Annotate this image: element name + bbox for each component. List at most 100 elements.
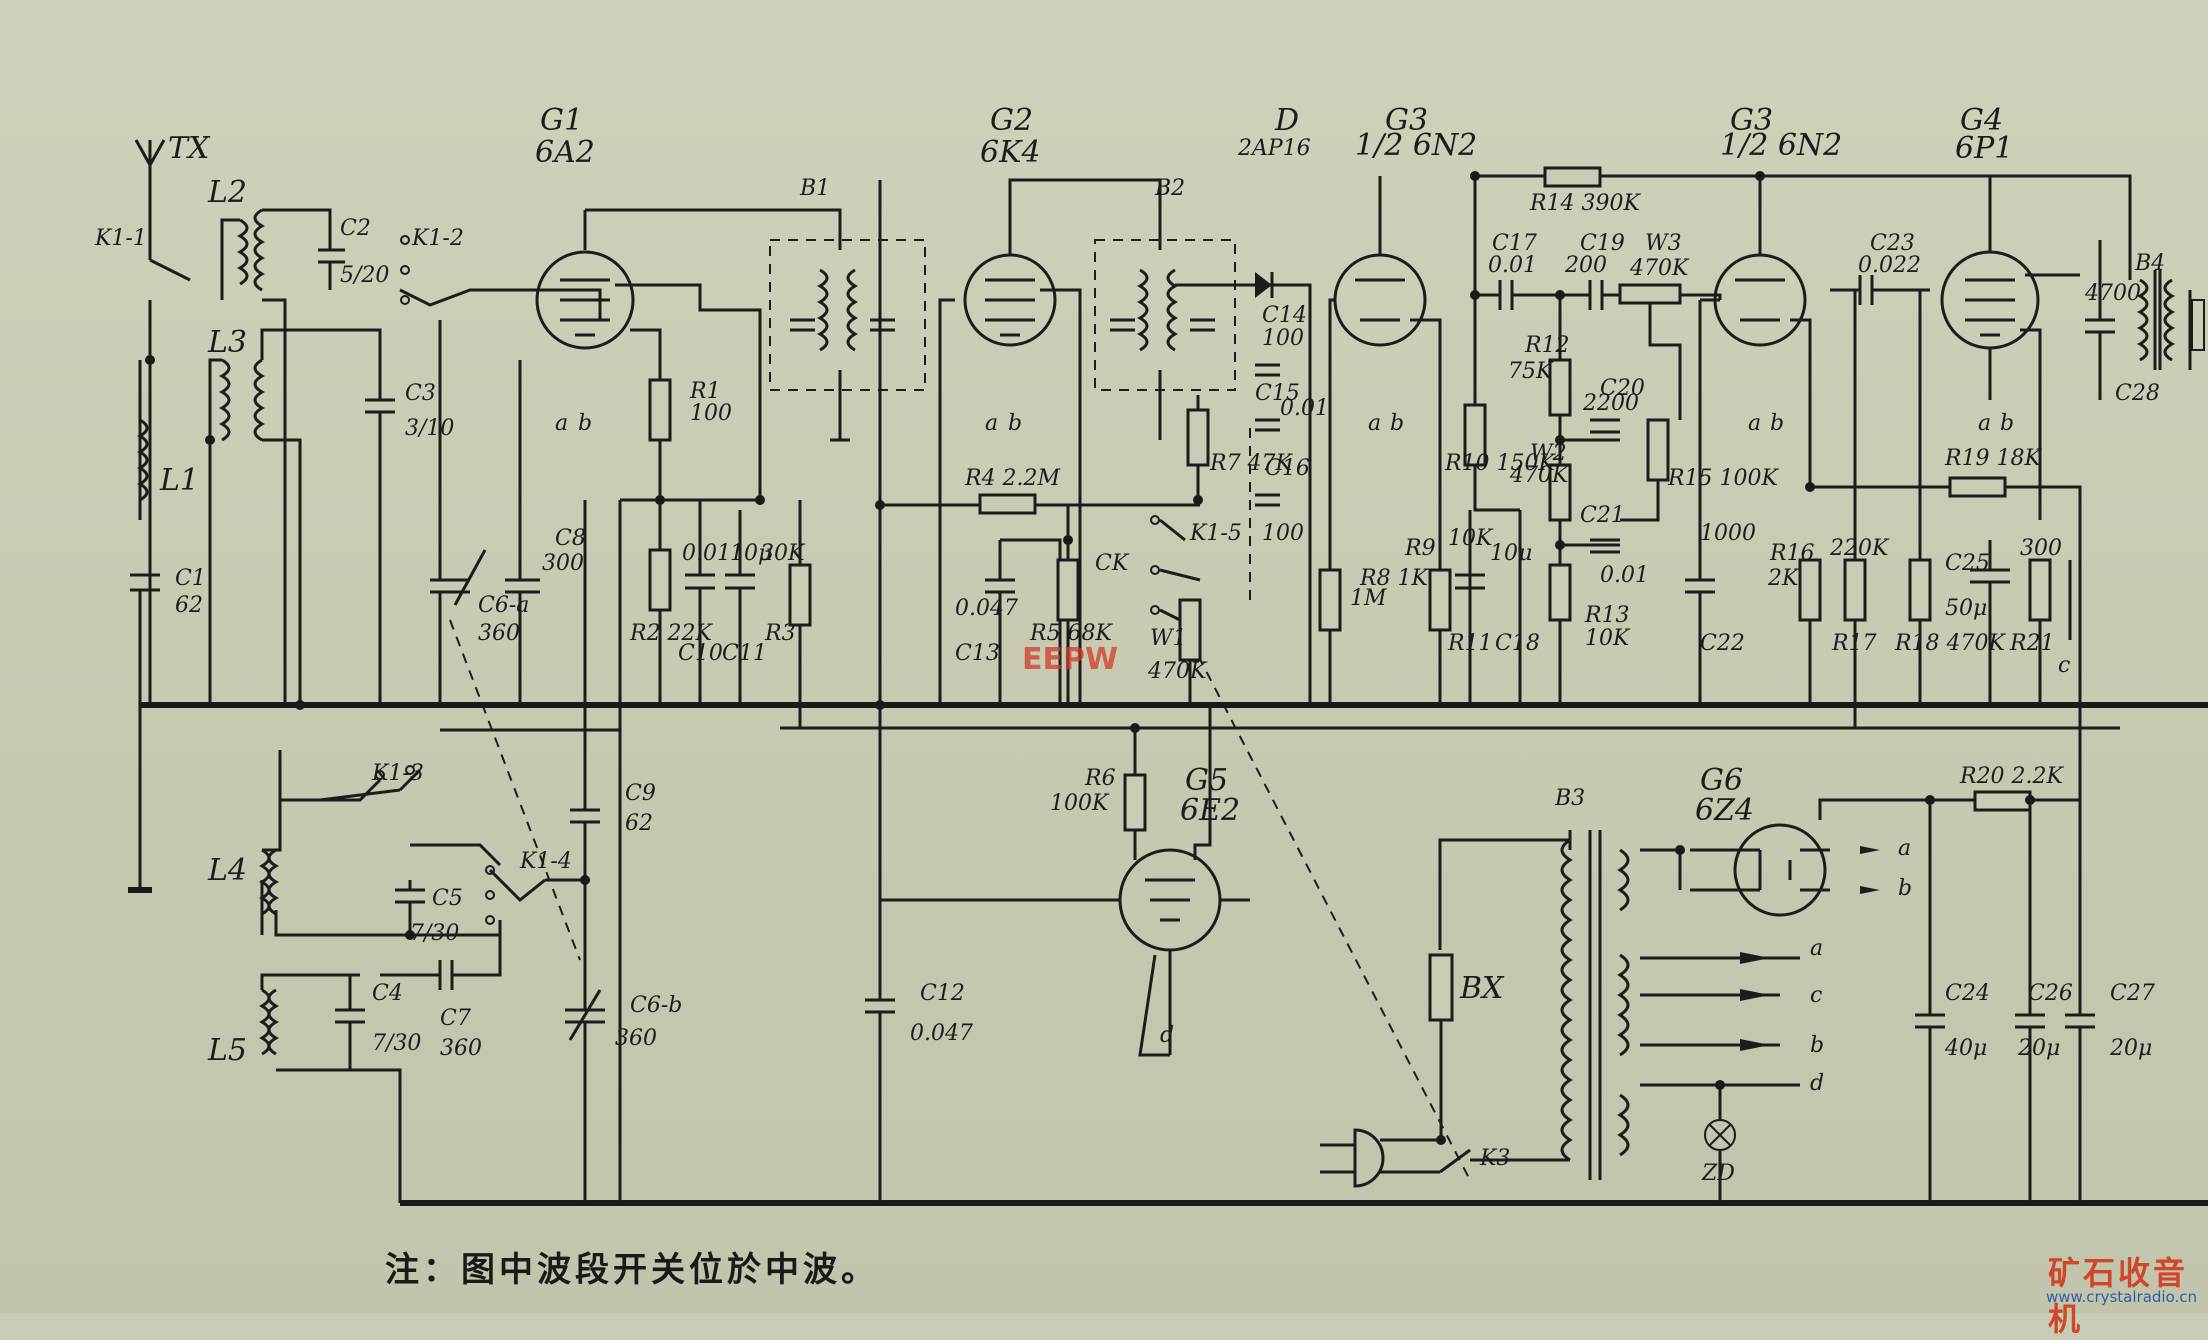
resistor-r4 [978,493,1037,515]
label-r2: R2 22K [629,621,714,646]
label-c13-value: 0.047 [955,596,1018,621]
transformer-b3 [1560,838,1573,1162]
label-g4-type: 6P1 [1955,131,2013,166]
label-g2-heater-a: a [985,411,998,436]
label-c25-value: 50μ [1945,596,1987,621]
label-b1: B1 [799,176,830,201]
label-g3a: G3 [1385,103,1428,138]
label-term-d: d [1810,1071,1824,1096]
resistor-r1 [648,378,672,442]
label-c6b: C6-b [630,993,682,1018]
label-g1: G1 [540,103,583,138]
label-g3b: G3 [1730,103,1773,138]
label-g5: G5 [1185,763,1228,798]
label-r3: R3 [764,621,796,646]
resistor-r16 [1798,558,1822,622]
resistor-r13 [1548,563,1572,622]
label-w3-value: 470K [1629,256,1690,281]
label-c20-value: 2200 [1582,391,1639,416]
label-l2: L2 [207,175,247,210]
label-g3b-heater-b: b [1770,411,1784,436]
label-c26: C26 [2028,981,2073,1006]
resistor-r3 [788,563,812,627]
label-r4: R4 2.2M [964,466,1061,491]
label-term-b: b [1810,1033,1824,1058]
tube-g3a [1328,176,1442,705]
label-g3a-heater-b: b [1390,411,1404,436]
label-r20: R20 2.2K [1959,764,2065,789]
potentiometer-w1 [1178,598,1202,662]
resistor-r7 [1186,408,1210,467]
label-r14: R14 390K [1529,191,1642,216]
resistor-r11 [1428,568,1452,632]
label-g6-term-a: a [1898,836,1911,861]
label-c28: C28 [2115,381,2160,406]
transformer-b4 [2136,278,2149,362]
label-k1-1: K1-1 [94,226,147,251]
label-c4: C4 [372,981,403,1006]
label-c12: C12 [920,981,965,1006]
label-g3b-type: 1/2 6N2 [1720,128,1842,163]
mains-plug [1353,1128,1385,1188]
label-w1: W1 [1150,626,1187,651]
resistor-r9 [1318,568,1342,632]
label-c4-value: 7/30 [372,1031,421,1056]
resistor-r15 [1646,418,1670,482]
label-g3a-heater-a: a [1368,411,1381,436]
label-k1-3: K1-3 [371,761,424,786]
gang-link [449,619,581,961]
label-c17-value: 0.01 [1488,253,1537,278]
label-c11-value: 10μ [730,541,772,566]
label-g4: G4 [1960,103,2003,138]
label-g4-heater-a: a [1978,411,1991,436]
eepw-watermark: EEPW [1022,642,1119,677]
label-c7: C7 [440,1006,471,1031]
label-c10-value: 0.01 [682,541,731,566]
label-term-a: a [1810,936,1823,961]
label-g1-heater-b: b [578,411,592,436]
label-c28-value: 4700 [2084,281,2141,306]
label-r6-value: 100K [1050,791,1110,816]
label-g2-heater-b: b [1008,411,1022,436]
label-w1-value: 470K [1147,659,1208,684]
label-g5-term-d: d [1160,1023,1174,1048]
label-c21-value: 0.01 [1600,563,1649,588]
label-c2: C2 [340,216,371,241]
resistor-r5 [1056,558,1080,622]
label-c17: C17 [1492,231,1537,256]
label-c9-value: 62 [625,811,653,836]
label-c23-value: 0.022 [1858,253,1921,278]
resistor-r20 [1973,790,2032,812]
label-g4-term-c: c [2058,653,2070,678]
resistor-r12 [1548,358,1572,417]
label-r17-value: 220K [1829,536,1890,561]
label-r12-value: 75K [1508,359,1554,384]
label-g3b-heater-a: a [1748,411,1761,436]
resistor-r10 [1463,403,1487,467]
label-c19: C19 [1580,231,1625,256]
label-c9: C9 [625,781,656,806]
label-g4-heater-b: b [2000,411,2014,436]
label-d: D [1274,103,1299,138]
label-c25: C25 [1945,551,1990,576]
label-b4: B4 [2134,251,2165,276]
label-c15-value: 0.01 [1280,396,1329,421]
label-l1: L1 [159,463,199,498]
label-c14-value: 100 [1262,326,1304,351]
label-g5-type: 6E2 [1180,793,1240,828]
label-l3: L3 [207,325,247,360]
label-c5: C5 [432,886,463,911]
label-c16-value: 100 [1262,521,1304,546]
fuse-bx [1428,953,1454,1022]
coil-l2 [236,218,249,286]
tube-g6 [1690,823,1830,917]
label-c3: C3 [405,381,436,406]
label-c6a-value: 360 [478,621,520,646]
label-r18: R18 470K [1894,631,2007,656]
resistor-r21 [2028,558,2052,622]
label-g6-term-b: b [1898,876,1912,901]
label-r19: R19 18K [1944,446,2043,471]
label-c27-value: 20μ [2109,1036,2152,1061]
label-g6-type: 6Z4 [1695,793,1754,828]
tube-g2 [963,178,1162,347]
